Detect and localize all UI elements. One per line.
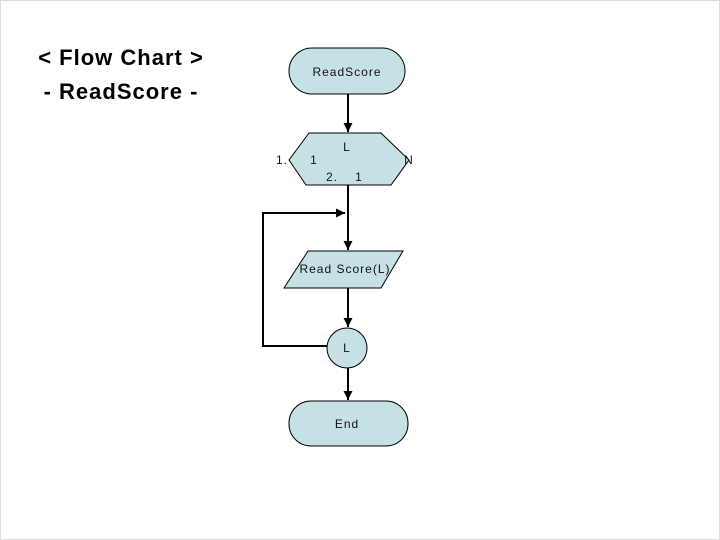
slide-title-line2: - ReadScore - — [43, 79, 199, 104]
loop-inside-left-label: 1 — [310, 153, 318, 167]
slide-title: < Flow Chart > - ReadScore - — [21, 41, 221, 109]
read-label: Read Score(L) — [299, 262, 390, 276]
start-terminator-shape — [288, 47, 406, 95]
end-label: End — [335, 417, 359, 431]
junction-node: L — [326, 327, 368, 369]
connector-loopback — [262, 208, 345, 347]
junction-circle-shape — [326, 327, 368, 369]
loop-node: L 1. 1 2. 1 N — [276, 132, 414, 186]
loop-hexagon-shape — [288, 132, 410, 186]
loop-outside-right-label: N — [404, 153, 414, 167]
start-label: ReadScore — [312, 65, 381, 79]
junction-label: L — [343, 341, 351, 355]
loop-top-label: L — [343, 140, 351, 154]
slide-title-line1: < Flow Chart > — [38, 45, 204, 70]
start-node: ReadScore — [288, 47, 406, 95]
end-node: End — [288, 400, 409, 447]
read-parallelogram-shape — [283, 250, 404, 289]
read-node: Read Score(L) — [283, 250, 404, 289]
loop-bottom-left-label: 2. — [326, 170, 338, 184]
loop-outside-left-label: 1. — [276, 153, 288, 167]
loop-bottom-right-label: 1 — [355, 170, 363, 184]
end-terminator-shape — [288, 400, 409, 447]
